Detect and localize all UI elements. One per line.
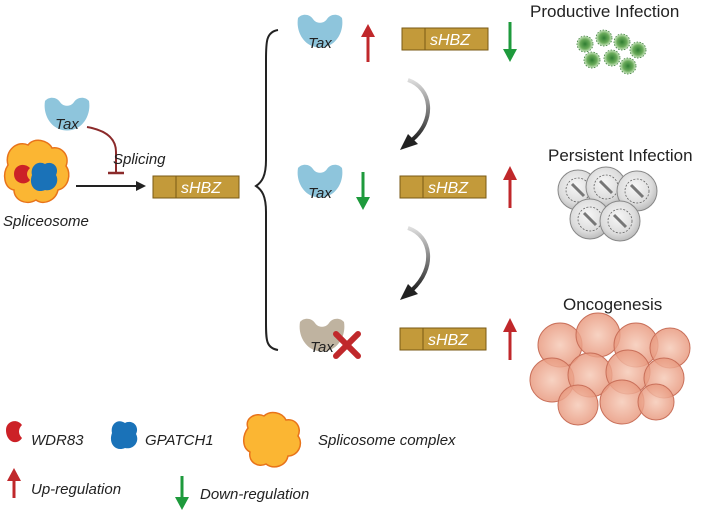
- left-tax-protein: Tax: [44, 97, 90, 133]
- stage-1: Tax sHBZ Productive Infection: [297, 2, 679, 75]
- stage-3-tax-label: Tax: [310, 339, 334, 356]
- legend-up-arrow: [7, 468, 21, 498]
- splicing-label: Splicing: [113, 151, 166, 168]
- legend-complex-label: Splicosome complex: [318, 432, 456, 449]
- stage-1-tax-label: Tax: [308, 35, 332, 52]
- stage-1-shbz-down-arrow: [503, 22, 517, 62]
- stage-2: Tax sHBZ Persistent Infection: [297, 146, 693, 242]
- tax-absent-x-icon: [333, 331, 361, 359]
- wdr83-icon: [6, 421, 22, 443]
- legend-wdr83-label: WDR83: [31, 432, 84, 449]
- left-shbz-label: sHBZ: [181, 180, 222, 197]
- gpatch1-icon: [110, 421, 138, 450]
- splicing-inhibition-line: [86, 126, 124, 175]
- virus-particle-cluster: [576, 29, 647, 75]
- spliceosome-label: Spliceosome: [3, 213, 89, 230]
- stage-2-outcome-title: Persistent Infection: [548, 146, 693, 165]
- legend: WDR83 GPATCH1 Splicosome complex Up-regu…: [6, 411, 456, 510]
- stage-2-tax-label: Tax: [308, 185, 332, 202]
- transition-arrow-2: [400, 226, 430, 300]
- splicosome-complex-icon: [243, 411, 302, 468]
- legend-down-arrow: [175, 476, 189, 510]
- spliceosome-complex: [3, 139, 70, 204]
- stage-3: Tax sHBZ Oncogenesis: [299, 295, 691, 426]
- stage-3-shbz-label: sHBZ: [428, 332, 469, 349]
- stage-3-shbz-up-arrow: [503, 318, 517, 360]
- transition-arrow-1: [400, 78, 430, 150]
- left-shbz-gene: sHBZ: [152, 175, 240, 199]
- stage-brace: [254, 29, 279, 351]
- stage-2-shbz-up-arrow: [503, 166, 517, 208]
- infected-cell-cluster: [557, 166, 658, 242]
- splicing-arrow: [76, 181, 146, 191]
- stage-2-tax-down-arrow: [356, 172, 370, 210]
- legend-down-label: Down-regulation: [200, 486, 309, 503]
- stage-1-shbz-label: sHBZ: [430, 32, 471, 49]
- stage-1-outcome-title: Productive Infection: [530, 2, 679, 21]
- stage-2-shbz-label: sHBZ: [428, 180, 469, 197]
- legend-up-label: Up-regulation: [31, 481, 121, 498]
- legend-gpatch1-label: GPATCH1: [145, 432, 214, 449]
- tax-label: Tax: [55, 116, 79, 133]
- stage-1-tax-up-arrow: [361, 24, 375, 62]
- stage-3-outcome-title: Oncogenesis: [563, 295, 662, 314]
- tumor-cell-cluster: [529, 312, 691, 426]
